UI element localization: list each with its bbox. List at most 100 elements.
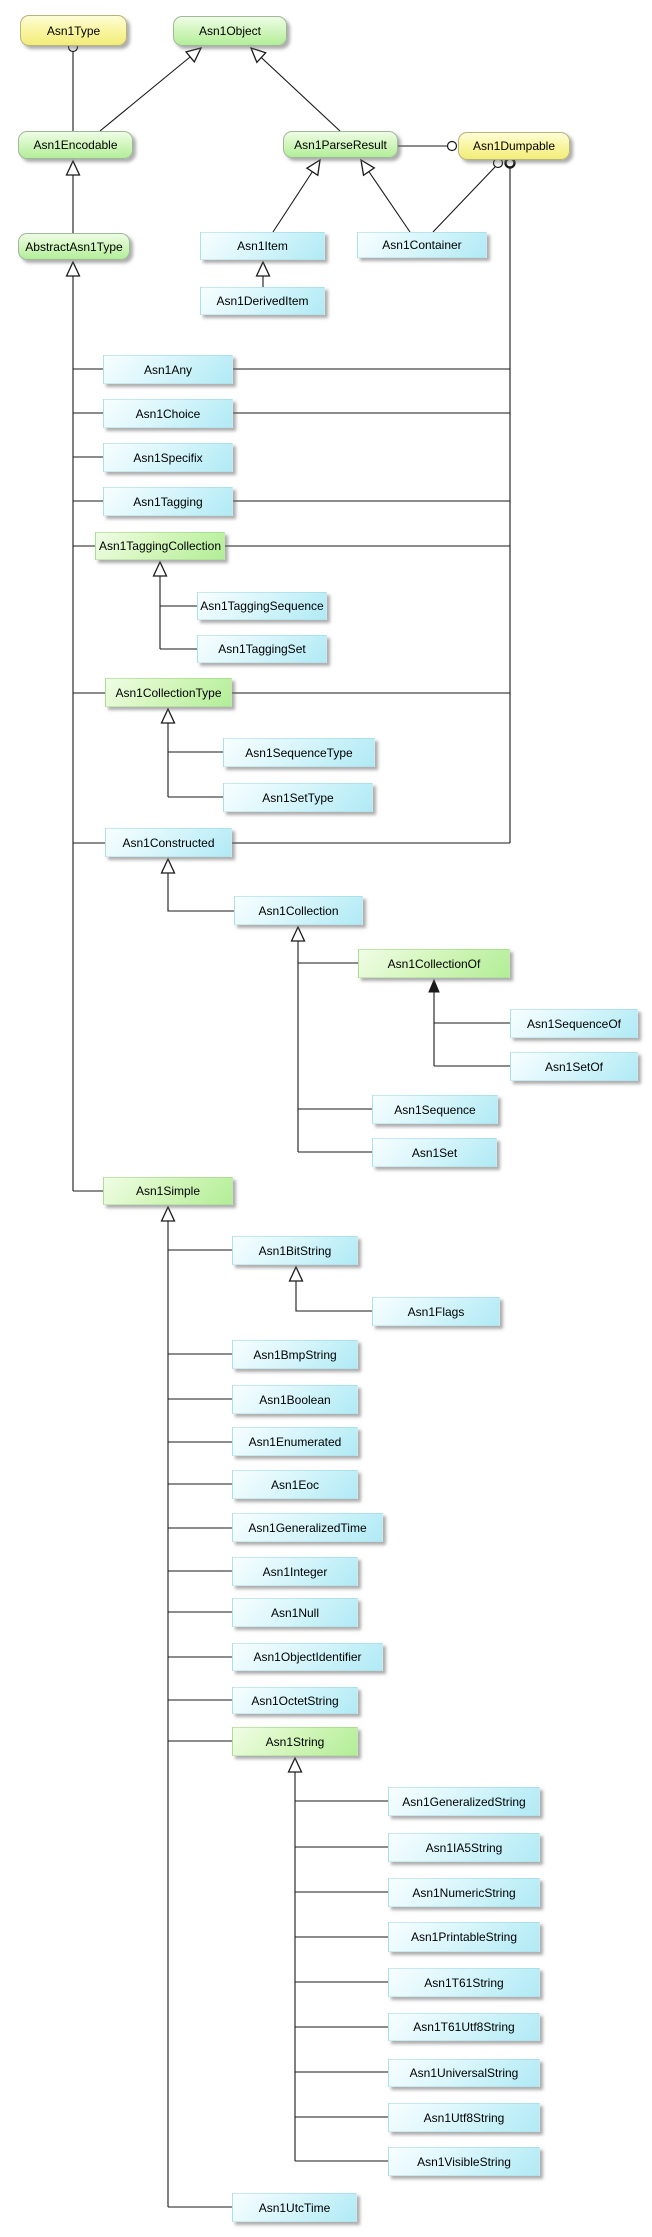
class-label: Asn1Specifix [133,450,203,465]
class-box-asn1eoc: Asn1Eoc [232,1470,358,1499]
class-box-asn1any: Asn1Any [103,355,233,384]
class-label: Asn1Flags [407,1304,465,1319]
class-box-asn1utf8string: Asn1Utf8String [388,2103,540,2132]
class-box-asn1flags: Asn1Flags [372,1297,500,1326]
class-label: Asn1String [265,1734,325,1749]
edge-generalization [360,158,411,233]
class-label: Asn1CollectionOf [387,956,481,971]
class-label: Asn1VisibleString [417,2154,511,2169]
class-box-asn1set: Asn1Set [372,1138,497,1167]
class-box-asn1sequence: Asn1Sequence [372,1095,498,1124]
class-box-asn1printablestring: Asn1PrintableString [388,1922,540,1952]
class-label: Asn1UniversalString [409,2066,519,2080]
class-box-asn1encodable: Asn1Encodable [18,131,133,159]
edge-generalization [272,158,321,233]
class-box-asn1item: Asn1Item [200,232,325,260]
class-box-asn1sequencetype: Asn1SequenceType [223,738,375,767]
class-label: Asn1SetType [262,790,334,805]
class-box-asn1objectidentifier: Asn1ObjectIdentifier [232,1643,383,1671]
class-label: Asn1PrintableString [410,1930,518,1944]
class-label: Asn1GeneralizedString [402,1794,526,1809]
class-label: Asn1T61Utf8String [413,2020,515,2034]
class-box-asn1container: Asn1Container [357,232,487,258]
class-box-asn1settype: Asn1SetType [223,783,373,812]
class-box-asn1constructed: Asn1Constructed [105,828,232,857]
edge-generalization [160,857,234,912]
class-label: Asn1Simple [135,1184,201,1198]
class-box-asn1bmpstring: Asn1BmpString [232,1340,358,1369]
class-label: Asn1ParseResult [294,137,387,152]
class-box-asn1bitstring: Asn1BitString [232,1236,358,1265]
class-box-asn1enumerated: Asn1Enumerated [232,1427,358,1456]
class-box-asn1choice: Asn1Choice [103,399,233,428]
class-label: Asn1SetOf [544,1059,604,1074]
edge-generalization [288,1265,372,1312]
class-label: Asn1T61String [424,1975,504,1990]
class-box-asn1generalizedstring: Asn1GeneralizedString [388,1787,540,1816]
class-label: Asn1CollectionType [115,685,222,700]
class-box-asn1taggingsequence: Asn1TaggingSequence [197,592,327,620]
class-box-asn1specifix: Asn1Specifix [103,443,233,472]
class-box-asn1taggingset: Asn1TaggingSet [197,635,327,663]
class-label: Asn1Enumerated [248,1434,342,1449]
class-box-asn1collection: Asn1Collection [234,896,363,925]
class-label: Asn1Integer [262,1564,328,1579]
class-box-asn1integer: Asn1Integer [232,1557,358,1586]
class-label: Asn1Set [411,1145,458,1160]
class-box-asn1ia5string: Asn1IA5String [388,1833,540,1862]
class-box-asn1utctime: Asn1UtcTime [232,2193,357,2222]
class-box-asn1t61utf8string: Asn1T61Utf8String [388,2013,540,2041]
class-box-asn1universalstring: Asn1UniversalString [388,2059,540,2087]
class-label: Asn1UtcTime [258,2200,331,2215]
class-label: Asn1Object [198,24,262,38]
class-label: Asn1Encodable [33,138,118,152]
class-label: Asn1Dumpable [472,139,556,153]
edge-generalization [249,46,341,132]
class-label: Asn1BitString [258,1243,332,1258]
class-box-abstractasn1type: AbstractAsn1Type [18,233,130,260]
class-box-asn1object: Asn1Object [173,16,287,46]
class-box-asn1numericstring: Asn1NumericString [388,1878,540,1907]
class-box-asn1octetstring: Asn1OctetString [232,1687,358,1714]
class-box-asn1collectiontype: Asn1CollectionType [105,678,232,707]
class-box-asn1visiblestring: Asn1VisibleString [388,2147,540,2176]
class-label: Asn1NumericString [412,1885,516,1900]
class-box-asn1collectionof: Asn1CollectionOf [358,949,510,978]
class-label: Asn1Sequence [394,1102,476,1117]
class-box-asn1deriveditem: Asn1DerivedItem [200,287,325,315]
class-box-asn1setof: Asn1SetOf [510,1052,638,1081]
class-box-asn1parseresult: Asn1ParseResult [283,131,398,158]
class-box-asn1tagging: Asn1Tagging [103,487,233,516]
class-box-asn1sequenceof: Asn1SequenceOf [510,1009,638,1038]
class-box-asn1boolean: Asn1Boolean [232,1385,358,1414]
class-label: Asn1Any [143,362,193,377]
class-label: Asn1DerivedItem [216,294,309,308]
edge-generalization [99,47,203,132]
class-label: Asn1IA5String [425,1840,503,1855]
class-label: Asn1Container [382,238,462,252]
class-box-asn1taggingcollection: Asn1TaggingCollection [95,532,225,560]
class-label: Asn1Boolean [259,1392,331,1407]
class-label: Asn1Tagging [133,494,203,509]
class-label: Asn1SequenceOf [526,1016,622,1031]
class-label: Asn1Type [46,23,101,38]
class-box-asn1t61string: Asn1T61String [388,1968,540,1997]
class-box-asn1null: Asn1Null [232,1598,358,1627]
class-box-asn1type: Asn1Type [20,15,127,46]
class-label: Asn1Constructed [122,835,215,850]
class-label: Asn1BmpString [253,1347,337,1362]
class-box-asn1dumpable: Asn1Dumpable [458,132,570,160]
class-label: Asn1TaggingCollection [98,539,222,553]
class-label: Asn1Eoc [270,1477,320,1492]
class-label: Asn1TaggingSequence [200,599,324,613]
class-box-asn1simple: Asn1Simple [103,1177,233,1205]
class-label: Asn1Collection [258,903,339,918]
class-label: Asn1Choice [135,406,201,421]
class-label: Asn1ObjectIdentifier [253,1650,362,1664]
edge-lollipop-stem [432,166,496,233]
class-label: Asn1SequenceType [245,745,353,760]
class-box-asn1generalizedtime: Asn1GeneralizedTime [232,1513,383,1542]
class-label: Asn1Null [270,1605,320,1620]
